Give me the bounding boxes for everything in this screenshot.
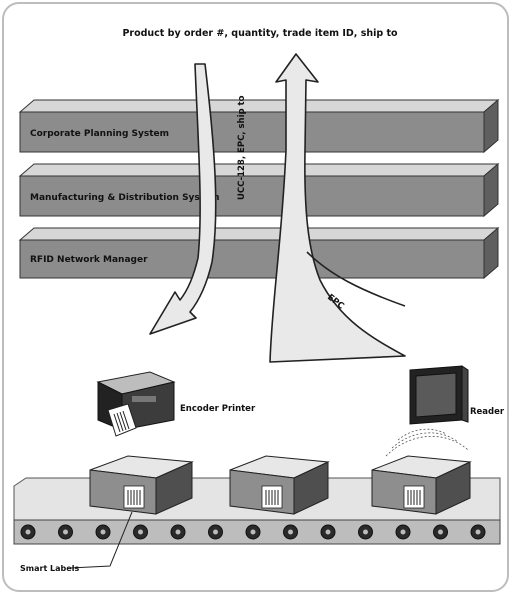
reader-label: Reader <box>470 407 505 417</box>
down-arrow-label: UCC-128, EPC, ship to <box>237 95 247 200</box>
radio-waves-icon <box>385 428 469 457</box>
layer-front-face <box>19 111 485 153</box>
smart-labels-label: Smart Labels <box>20 564 79 573</box>
reader-screen <box>415 372 457 418</box>
label-barcode-icon <box>113 410 130 433</box>
printer-panel <box>132 396 156 402</box>
layer-label: RFID Network Manager <box>30 255 148 265</box>
conveyor-roller-hub <box>438 529 443 535</box>
barcode-icon <box>407 490 421 505</box>
epc-branch-line <box>306 251 406 307</box>
encoder-printer <box>96 371 176 437</box>
layer-top-face <box>18 163 500 177</box>
layer-manufacturing-distribution: Manufacturing & Distribution System <box>18 162 500 218</box>
conveyor-rollers <box>20 524 486 540</box>
conveyor-roller-hub <box>325 529 331 535</box>
down-arrow <box>149 63 217 335</box>
rfid-reader <box>409 365 469 425</box>
conveyor-roller-hub <box>250 529 256 535</box>
conveyor-roller-hub <box>175 529 181 535</box>
reader-side <box>461 365 469 423</box>
package-box-3 <box>371 455 472 515</box>
layer-top-face <box>18 227 500 241</box>
package-box-1 <box>89 455 194 515</box>
layer-top-face <box>18 99 500 113</box>
conveyor-roller-hub <box>138 529 143 535</box>
up-arrow <box>269 53 406 363</box>
conveyor-roller-hub <box>288 529 293 535</box>
layer-front-face <box>19 175 485 217</box>
conveyor-roller-hub <box>63 529 68 535</box>
conveyor-roller-hub <box>100 529 106 535</box>
conveyor-roller-hub <box>363 529 368 535</box>
layer-front-face <box>19 239 485 279</box>
box-side <box>435 461 471 515</box>
box-side <box>293 461 329 515</box>
package-box-2 <box>229 455 330 515</box>
layer-corporate-planning: Corporate Planning System <box>18 98 500 154</box>
barcode-icon <box>265 490 279 505</box>
barcode-icon <box>127 490 141 505</box>
conveyor-roller-hub <box>475 529 481 535</box>
conveyor-roller-hub <box>25 529 31 535</box>
layer-label: Corporate Planning System <box>30 129 169 139</box>
box-front <box>89 469 157 515</box>
encoder-printer-label: Encoder Printer <box>180 404 256 414</box>
box-side <box>155 461 193 515</box>
layer-label: Manufacturing & Distribution System <box>30 193 220 203</box>
conveyor-roller-hub <box>213 529 218 535</box>
conveyor-roller-hub <box>400 529 406 535</box>
top-label: Product by order #, quantity, trade item… <box>122 28 398 39</box>
layer-rfid-network-manager: RFID Network Manager <box>18 226 500 280</box>
smart-labels-callout-line <box>69 511 133 569</box>
